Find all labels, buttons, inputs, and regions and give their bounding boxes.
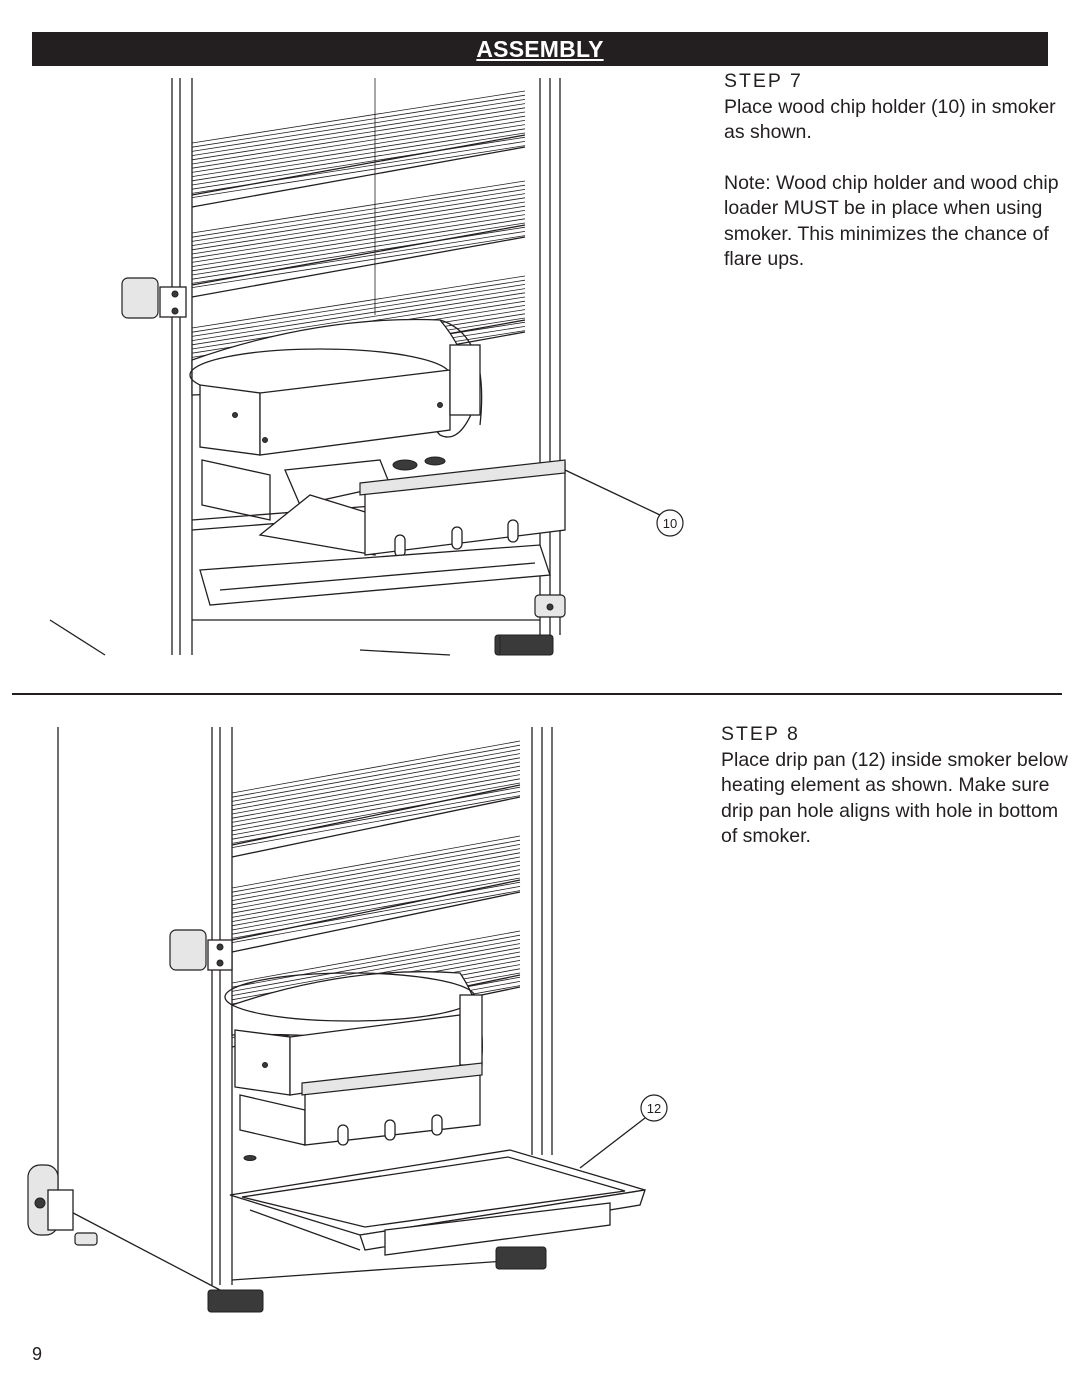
wood-chip-holder bbox=[239, 1062, 483, 1146]
step7-illustration: 10 bbox=[49, 78, 684, 656]
header-bar: ASSEMBLY bbox=[32, 32, 1048, 66]
page-title: ASSEMBLY bbox=[476, 36, 604, 62]
wood-chip-holder bbox=[258, 456, 566, 558]
smoker-foot bbox=[74, 1232, 547, 1313]
step7-instruction: Place wood chip holder (10) in smoker as… bbox=[724, 95, 1056, 144]
page-number: 9 bbox=[32, 1344, 43, 1364]
heating-element bbox=[199, 344, 481, 456]
drip-pan bbox=[229, 1149, 646, 1256]
door-hinge bbox=[121, 277, 566, 618]
step8-illustration: 12 bbox=[27, 727, 668, 1313]
step7-note: Note: Wood chip holder and wood chip loa… bbox=[724, 171, 1059, 271]
bottom-tray bbox=[199, 544, 551, 606]
step7-text: STEP 7 Place wood chip holder (10) in sm… bbox=[724, 69, 1074, 273]
section-divider bbox=[12, 693, 1062, 695]
smoker-foot bbox=[494, 634, 554, 656]
callout-10-label: 10 bbox=[663, 516, 677, 531]
callout-10: 10 bbox=[564, 469, 684, 537]
step8-text: STEP 8 Place drip pan (12) inside smoker… bbox=[721, 722, 1071, 850]
step7-title: STEP 7 bbox=[724, 70, 803, 92]
step8-instruction: Place drip pan (12) inside smoker below … bbox=[721, 748, 1068, 848]
door-hinge bbox=[27, 929, 233, 1236]
step8-title: STEP 8 bbox=[721, 723, 800, 745]
callout-12: 12 bbox=[579, 1094, 668, 1169]
callout-12-label: 12 bbox=[647, 1101, 661, 1116]
